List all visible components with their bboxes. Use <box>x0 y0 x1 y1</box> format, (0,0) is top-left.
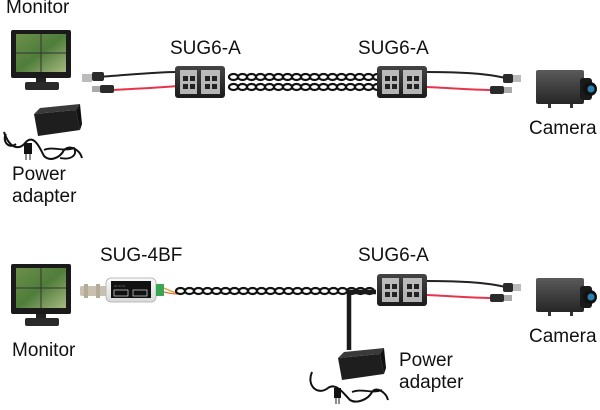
twisted-pair-link <box>245 82 258 92</box>
power-lead-right-top <box>426 86 512 94</box>
twisted-pair-link <box>245 72 258 82</box>
twisted-pair-link <box>228 286 241 296</box>
twisted-pair-cable-top <box>227 72 384 92</box>
transceiver-sug6a-right-bottom <box>377 274 427 306</box>
video-lead-right-bottom <box>426 280 521 292</box>
twisted-pair-link <box>336 286 349 296</box>
twisted-pair-cable-bottom <box>174 286 376 296</box>
power-adapter-label-top-line1: Power <box>12 164 66 185</box>
twisted-pair-link <box>264 286 277 296</box>
camera-icon-bottom <box>536 278 597 316</box>
camera-label-top: Camera <box>529 118 597 139</box>
twisted-pair-link <box>335 72 348 82</box>
twisted-pair-link <box>327 286 340 296</box>
camera-icon-top <box>536 70 597 108</box>
twisted-pair-link <box>299 82 312 92</box>
twisted-pair-link <box>309 286 322 296</box>
twisted-pair-link <box>227 82 240 92</box>
twisted-pair-link <box>201 286 214 296</box>
twisted-pair-link <box>362 82 375 92</box>
power-lead-right-bottom <box>426 294 512 302</box>
power-adapter-icon-bottom <box>309 348 389 404</box>
twisted-pair-link <box>299 72 312 82</box>
twisted-pair-link <box>282 286 295 296</box>
twisted-pair-link <box>308 72 321 82</box>
transceiver-right-label-top: SUG6-A <box>358 38 429 59</box>
twisted-pair-link <box>281 82 294 92</box>
receiver-label: SUG-4BF <box>100 245 183 266</box>
twisted-pair-link <box>192 286 205 296</box>
transceiver-right-label-bottom: SUG6-A <box>358 245 429 266</box>
twisted-pair-link <box>318 286 331 296</box>
monitor-icon-top <box>11 30 71 90</box>
transceiver-sug6a-left <box>175 66 225 98</box>
twisted-pair-link <box>236 82 249 92</box>
twisted-pair-link <box>210 286 223 296</box>
transceiver-sug6a-right-top <box>377 66 427 98</box>
twisted-pair-link <box>317 82 330 92</box>
power-lead-left-top <box>92 85 179 93</box>
svg-text:::: ::: :::: ::: ::: ::: <box>114 284 125 288</box>
twisted-pair-link <box>362 72 375 82</box>
transceiver-left-label: SUG6-A <box>170 38 241 59</box>
bnc-connector-receiver <box>80 284 108 298</box>
twisted-pair-link <box>300 286 313 296</box>
twisted-pair-link <box>263 72 276 82</box>
twisted-pair-link <box>246 286 259 296</box>
power-adapter-label-bottom-line2: adapter <box>399 372 464 393</box>
power-adapter-icon-top <box>3 104 83 160</box>
twisted-pair-link <box>353 72 366 82</box>
twisted-pair-link <box>290 72 303 82</box>
twisted-pair-link <box>335 82 348 92</box>
twisted-pair-link <box>353 82 366 92</box>
power-adapter-label-bottom-line1: Power <box>399 350 453 371</box>
twisted-pair-link <box>237 286 250 296</box>
video-lead-right-top <box>426 71 521 83</box>
twisted-pair-link <box>291 286 304 296</box>
twisted-pair-link <box>326 82 339 92</box>
twisted-pair-link <box>281 72 294 82</box>
twisted-pair-link <box>317 72 330 82</box>
twisted-pair-link <box>254 82 267 92</box>
twisted-pair-link <box>326 72 339 82</box>
receiver-sug4bf: ::: ::: ::: <box>105 277 157 303</box>
twisted-pair-link <box>344 72 357 82</box>
power-feed-cable-bottom <box>346 289 376 350</box>
twisted-pair-link <box>236 72 249 82</box>
power-adapter-label-top-line2: adapter <box>12 186 77 207</box>
monitor-icon-bottom <box>11 264 71 326</box>
monitor-label-top: Monitor <box>6 0 70 18</box>
twisted-pair-link <box>272 82 285 92</box>
camera-label-bottom: Camera <box>529 326 597 347</box>
twisted-pair-link <box>174 286 187 296</box>
twisted-pair-link <box>273 286 286 296</box>
twisted-pair-link <box>254 72 267 82</box>
twisted-pair-link <box>263 82 276 92</box>
twisted-pair-link <box>272 72 285 82</box>
video-lead-left-top <box>82 71 179 82</box>
terminal-block <box>156 284 179 296</box>
twisted-pair-link <box>227 72 240 82</box>
monitor-label-bottom: Monitor <box>12 340 76 361</box>
twisted-pair-link <box>290 82 303 92</box>
twisted-pair-link <box>308 82 321 92</box>
twisted-pair-link <box>344 82 357 92</box>
twisted-pair-link <box>183 286 196 296</box>
twisted-pair-link <box>255 286 268 296</box>
twisted-pair-link <box>219 286 232 296</box>
